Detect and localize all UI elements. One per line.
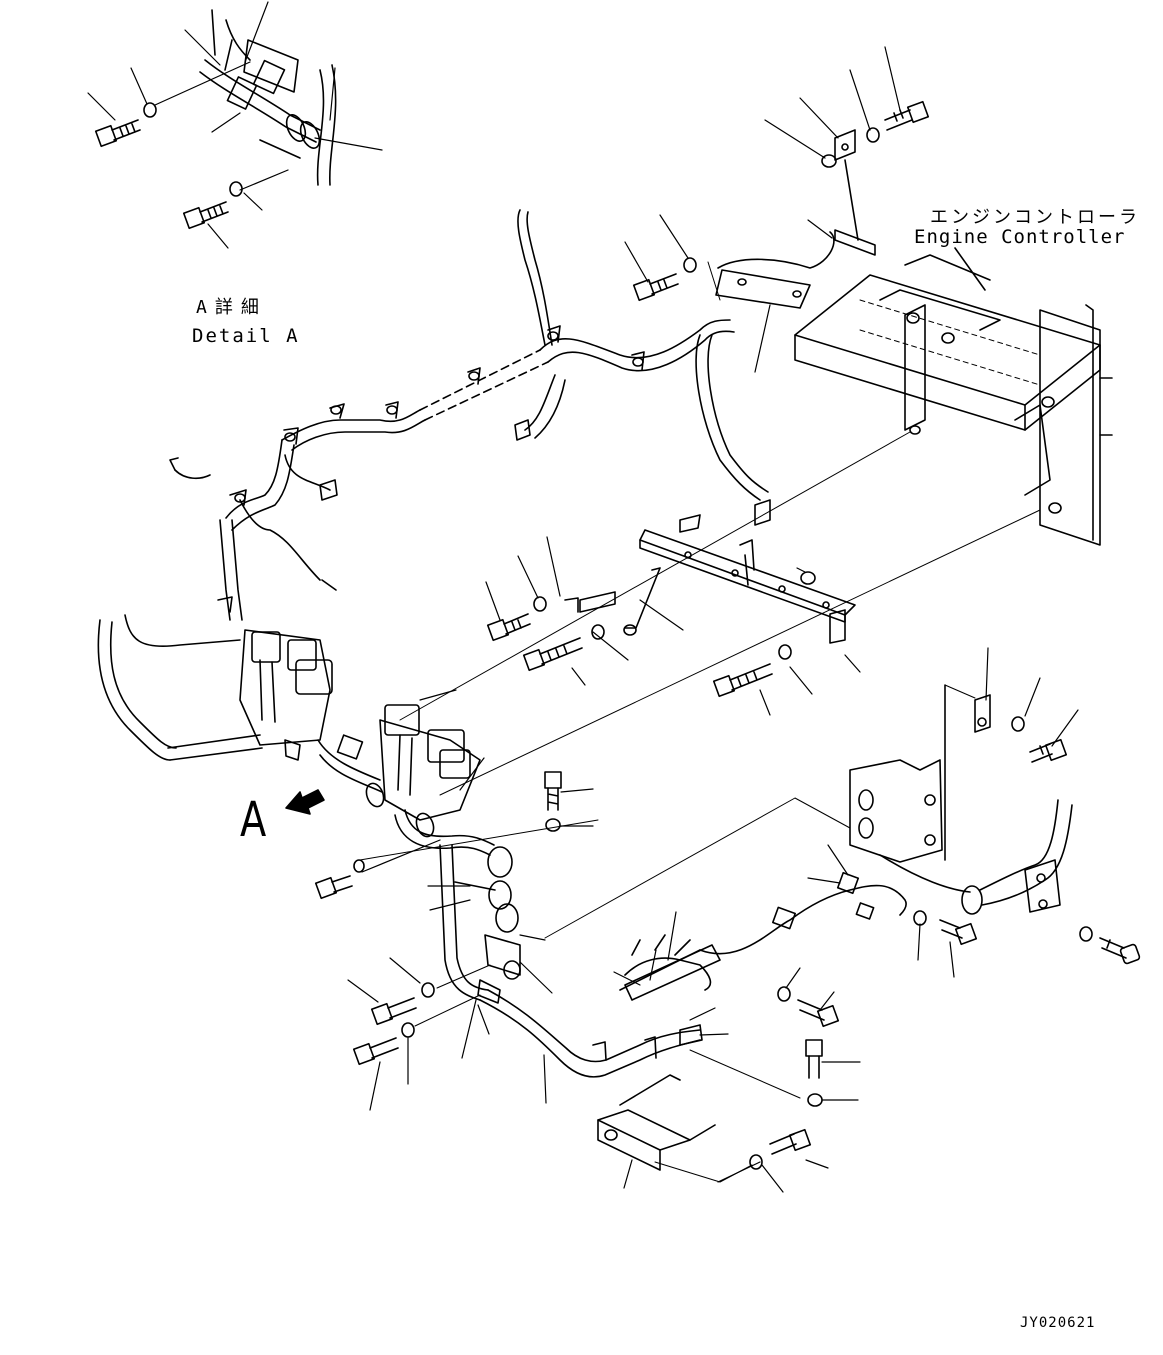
drawing-number: JY020621 bbox=[1020, 1315, 1096, 1331]
leader-lines bbox=[87, 1, 383, 249]
engine-controller-label-en: Engine Controller bbox=[914, 226, 1126, 248]
engine-controller bbox=[794, 247, 1113, 546]
nut-icon bbox=[821, 154, 837, 168]
washer-icon bbox=[143, 102, 157, 118]
view-arrow-icon bbox=[285, 789, 325, 815]
bolt-icon bbox=[1099, 937, 1141, 965]
reference-lines bbox=[359, 261, 1041, 1183]
bolt-icon bbox=[797, 999, 840, 1028]
right-connector-block bbox=[317, 704, 481, 838]
washer-icon bbox=[591, 624, 605, 640]
controller-bracket bbox=[834, 129, 876, 256]
detail-a-label-jp: A詳細 bbox=[196, 297, 267, 318]
left-connector-block bbox=[239, 629, 333, 761]
bolt-icon bbox=[486, 613, 531, 642]
cross-rail bbox=[564, 529, 856, 644]
harness-clamps bbox=[217, 325, 771, 613]
washer-icon bbox=[545, 818, 561, 832]
right-pipe-bracket bbox=[849, 684, 1073, 915]
main-harness bbox=[97, 209, 769, 761]
bolt-icon bbox=[805, 1039, 823, 1079]
view-a-label: A bbox=[240, 792, 267, 848]
washer-icon bbox=[777, 986, 791, 1002]
bolt-icon bbox=[352, 1037, 399, 1066]
detail-a-label-en: Detail A bbox=[192, 325, 300, 347]
bolt-icon bbox=[632, 273, 679, 302]
sensor-cable bbox=[619, 871, 907, 1001]
bolt-icon bbox=[182, 201, 229, 230]
washer-icon bbox=[778, 644, 792, 660]
bottom-bracket bbox=[597, 1074, 716, 1171]
bolt-icon bbox=[370, 997, 417, 1026]
lower-harness bbox=[394, 809, 703, 1078]
leader-lines bbox=[347, 46, 1079, 1193]
bolt-icon bbox=[1029, 738, 1068, 763]
washer-icon bbox=[913, 910, 927, 926]
washer-icon bbox=[421, 982, 435, 998]
bolt-icon bbox=[314, 875, 353, 900]
washer-icon bbox=[229, 181, 243, 197]
detail-a-bracket bbox=[243, 39, 301, 159]
bolt-icon bbox=[94, 119, 141, 148]
detail-a-harness bbox=[199, 9, 337, 186]
harness-bracket bbox=[715, 231, 835, 309]
washer-icon bbox=[1011, 716, 1025, 732]
washer-icon bbox=[533, 596, 547, 612]
bolt-icon bbox=[939, 919, 978, 946]
washer-icon bbox=[749, 1154, 763, 1170]
engine-controller-label-jp: エンジンコントローラ bbox=[930, 207, 1140, 228]
washer-icon bbox=[683, 257, 697, 273]
washer-icon bbox=[353, 859, 365, 873]
detail-a-group bbox=[87, 1, 383, 249]
washer-icon bbox=[1079, 926, 1093, 942]
bolt-icon bbox=[712, 663, 773, 698]
bolt-icon bbox=[884, 100, 930, 131]
washer-icon bbox=[401, 1022, 415, 1038]
washer-icon bbox=[866, 127, 880, 143]
bolt-icon bbox=[769, 1128, 812, 1155]
bolt-icon bbox=[544, 771, 562, 811]
washer-icon bbox=[807, 1093, 823, 1107]
bolt-icon bbox=[522, 637, 583, 672]
nut-icon bbox=[800, 571, 816, 585]
